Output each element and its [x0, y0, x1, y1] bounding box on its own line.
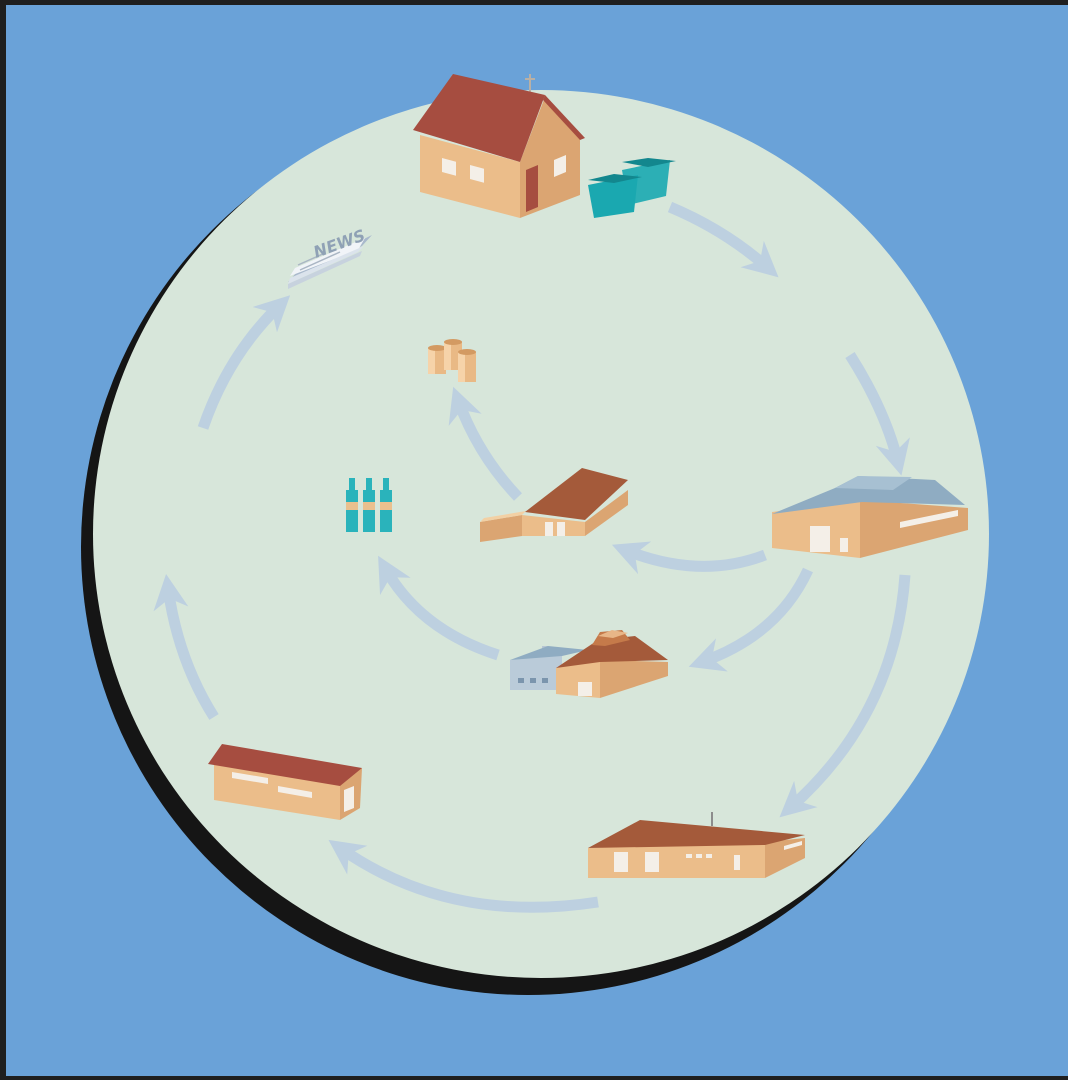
bottles-icon — [346, 478, 392, 532]
